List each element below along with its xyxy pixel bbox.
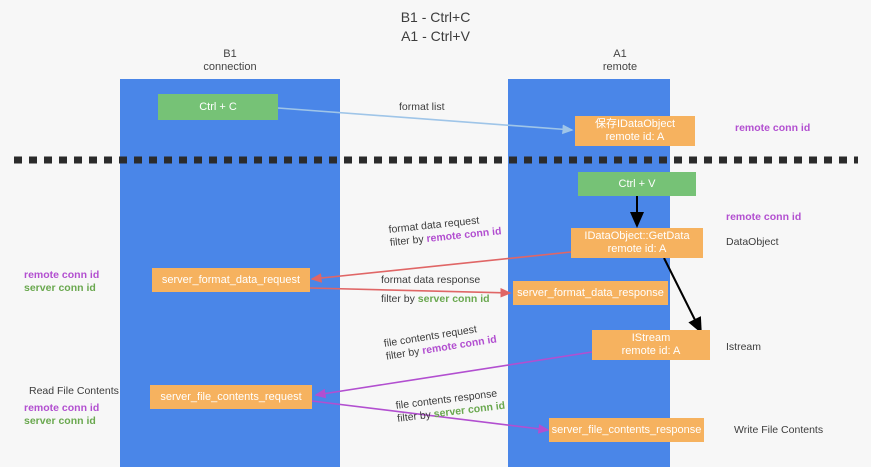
node-server-format-data-response[interactable]: server_format_data_response xyxy=(513,281,668,305)
side-label-left-remote-conn-id-bottom-text: remote conn id xyxy=(24,402,100,414)
column-header-left: B1 connection xyxy=(140,48,320,74)
node-save-idataobject-line1: 保存IDataObject xyxy=(594,118,676,130)
node-server-file-contents-response-label: server_file_contents_response xyxy=(551,423,702,436)
node-ctrl-c[interactable]: Ctrl + C xyxy=(158,94,278,120)
column-left-title: B1 xyxy=(223,48,237,60)
node-istream-line1: IStream xyxy=(631,332,671,344)
node-save-idataobject[interactable]: 保存IDataObject remote id: A xyxy=(575,116,695,146)
side-label-read-file-contents: Read File Contents xyxy=(29,385,119,398)
node-server-format-data-request-label: server_format_data_request xyxy=(161,273,301,286)
edge-label-format-list: format list xyxy=(399,101,445,114)
node-getdata-line2: remote id: A xyxy=(607,243,667,255)
side-label-remote-conn-id-mid: remote conn id xyxy=(726,211,801,224)
side-label-write-file-contents-text: Write File Contents xyxy=(734,424,824,436)
side-label-istream: Istream xyxy=(726,341,761,354)
filter-key-server-conn-id: server conn id xyxy=(417,293,490,305)
column-left-subtitle: connection xyxy=(203,61,257,73)
side-label-istream-text: Istream xyxy=(726,341,762,353)
node-server-format-data-request[interactable]: server_format_data_request xyxy=(152,268,310,292)
side-label-read-file-contents-text: Read File Contents xyxy=(29,385,119,397)
node-server-file-contents-request[interactable]: server_file_contents_request xyxy=(150,385,312,409)
node-server-file-contents-request-label: server_file_contents_request xyxy=(160,390,302,403)
column-right-subtitle: remote xyxy=(602,61,638,73)
node-istream-line2: remote id: A xyxy=(621,345,681,357)
side-label-left-remote-conn-id-mid: remote conn id xyxy=(24,269,99,282)
edge-label-format-data-response-filter: filter by server conn id xyxy=(381,293,490,306)
node-ctrl-v[interactable]: Ctrl + V xyxy=(578,172,696,196)
edge-label-format-list-text: format list xyxy=(399,101,445,113)
side-label-left-server-conn-id-mid: server conn id xyxy=(24,282,96,295)
side-label-dataobject-text: DataObject xyxy=(726,236,779,248)
node-getdata-line1: IDataObject::GetData xyxy=(584,230,690,242)
node-idataobject-getdata[interactable]: IDataObject::GetData remote id: A xyxy=(571,228,703,258)
node-server-format-data-response-label: server_format_data_response xyxy=(517,286,664,299)
side-label-left-server-conn-id-bottom-text: server conn id xyxy=(24,415,96,427)
column-right-title: A1 xyxy=(613,48,627,60)
edge-label-format-data-response: format data response filter by server co… xyxy=(381,274,490,306)
edge-label-format-data-response-text: format data response xyxy=(381,274,481,286)
edge-label-file-contents-response: file contents response filter by server … xyxy=(395,387,506,426)
side-label-left-remote-conn-id-bottom: remote conn id xyxy=(24,402,99,415)
title-line-1: B1 - Ctrl+C xyxy=(400,9,471,25)
side-label-left-server-conn-id-bottom: server conn id xyxy=(24,415,96,428)
node-ctrl-v-label: Ctrl + V xyxy=(618,177,656,190)
node-server-file-contents-response[interactable]: server_file_contents_response xyxy=(549,418,704,442)
edge-label-format-data-request: format data request filter by remote con… xyxy=(388,212,502,250)
filter-prefix: filter by xyxy=(381,293,418,305)
filter-prefix: filter by xyxy=(389,233,428,249)
node-ctrl-c-label: Ctrl + C xyxy=(199,100,237,113)
title-line-2: A1 - Ctrl+V xyxy=(401,28,470,44)
side-label-remote-conn-id-top: remote conn id xyxy=(735,122,810,135)
edge-label-file-contents-request: file contents request filter by remote c… xyxy=(383,320,498,363)
side-label-remote-conn-id-mid-text: remote conn id xyxy=(726,211,802,223)
side-label-left-remote-conn-id-mid-text: remote conn id xyxy=(24,269,100,281)
node-save-idataobject-line2: remote id: A xyxy=(605,131,665,143)
diagram-title: B1 - Ctrl+C A1 - Ctrl+V xyxy=(0,8,871,46)
side-label-left-server-conn-id-mid-text: server conn id xyxy=(24,282,96,294)
node-istream[interactable]: IStream remote id: A xyxy=(592,330,710,360)
side-label-remote-conn-id-top-text: remote conn id xyxy=(735,122,811,134)
column-header-right: A1 remote xyxy=(530,48,710,74)
side-label-write-file-contents: Write File Contents xyxy=(734,424,823,437)
side-label-dataobject: DataObject xyxy=(726,236,779,249)
